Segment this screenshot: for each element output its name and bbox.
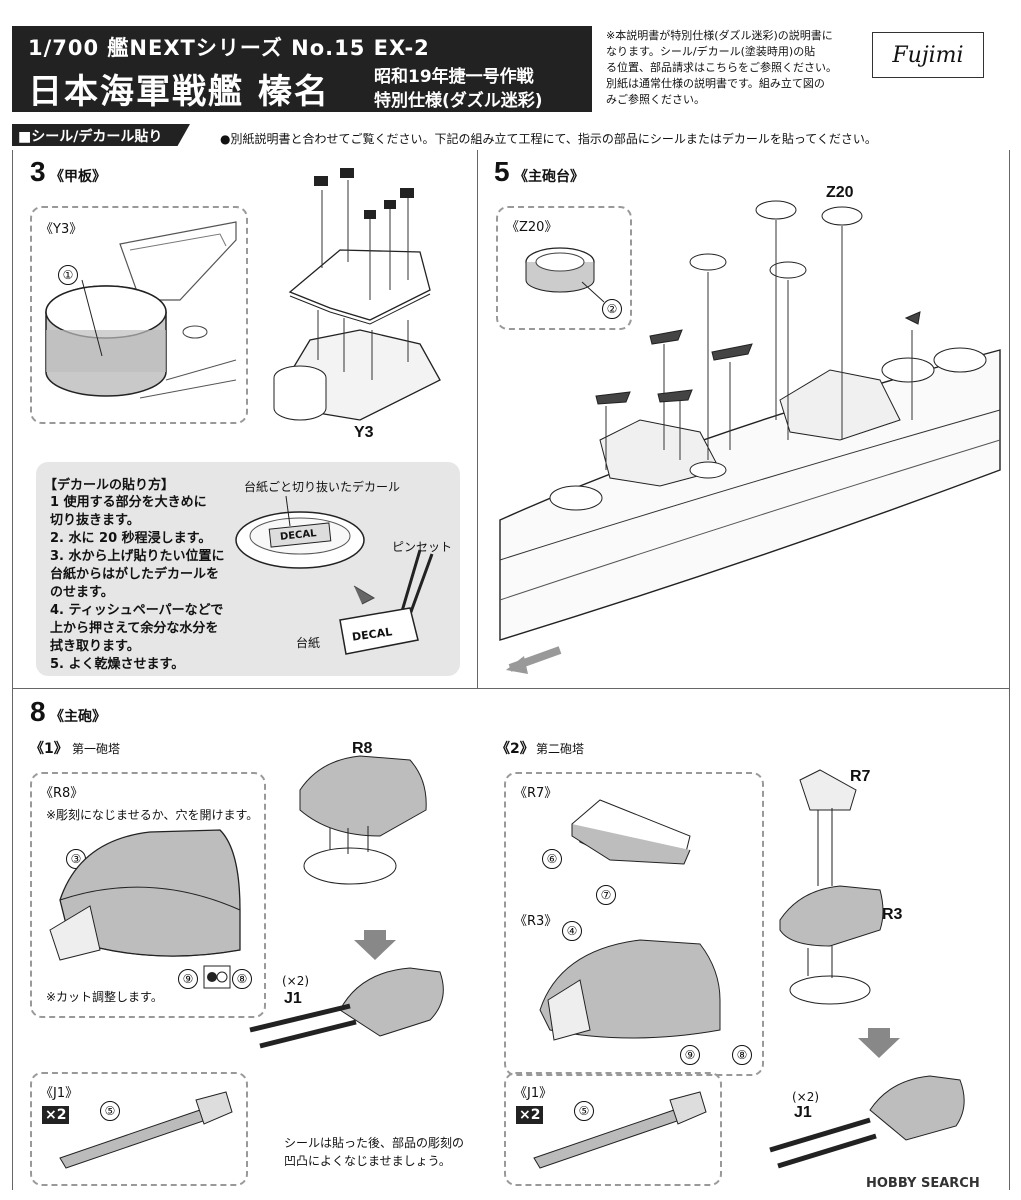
x2-badge-1: ×2 <box>42 1104 70 1124</box>
turret2-name: 第二砲塔 <box>536 742 585 756</box>
decal-step: 台紙からはがしたデカールを <box>50 567 220 582</box>
j1-inset-box-2 <box>504 1072 722 1186</box>
y3-inset-box <box>30 206 248 424</box>
note-line: 別紙は通常仕様の説明書です。組み立て図の <box>606 77 825 90</box>
x2-badge-2: ×2 <box>516 1104 544 1124</box>
fujimi-logo: Fujimi <box>872 32 984 78</box>
callout-7: ⑦ <box>596 884 616 905</box>
y3-part-label: Y3 <box>354 424 374 441</box>
y3-callout-1: ① <box>58 264 78 285</box>
r7-inset-label: 《R7》 <box>514 786 558 801</box>
step3-number: 3 <box>30 156 46 187</box>
cut-note: ※カット調整します。 <box>46 990 163 1004</box>
section-bar <box>12 124 190 146</box>
r8-part-label: R8 <box>352 740 373 757</box>
z20-callout-2: ② <box>602 298 622 319</box>
r7-part-label: R7 <box>850 768 871 785</box>
j1-qty-1: (×2) <box>282 974 310 988</box>
callout-8: ⑧ <box>232 968 252 989</box>
product-title: 日本海軍戦艦 榛名 <box>28 72 330 112</box>
r8-inset-label: 《R8》 <box>40 786 84 801</box>
series-title: 1/700 艦NEXTシリーズ No.15 EX-2 <box>28 36 430 60</box>
right-border <box>1009 150 1010 1190</box>
r3-part-label: R3 <box>882 906 903 923</box>
j1-inset-box-1 <box>30 1072 248 1186</box>
note-line: る位置、部品請求はこちらをご参照ください。 <box>606 61 837 74</box>
note-line: ※本説明書が特別仕様(ダズル迷彩)の説明書に <box>606 29 833 42</box>
callout-4: ④ <box>562 920 582 941</box>
decal-howto-title: 【デカールの貼り方】 <box>44 478 175 493</box>
backing-label: 台紙 <box>296 636 321 650</box>
decal-step: 切り抜きます。 <box>50 513 140 528</box>
decal-step: 拭き取ります。 <box>50 639 140 654</box>
decal-step: 4. ティッシュペーパーなどで <box>50 603 224 618</box>
tweezers-label: ピンセット <box>392 540 453 554</box>
decal-step: 上から押さえて余分な水分を <box>50 621 219 636</box>
z20-inset-label: 《Z20》 <box>506 220 558 235</box>
j1-qty-2: (×2) <box>792 1090 820 1104</box>
decal-step: 5. よく乾燥させます。 <box>50 657 185 672</box>
callout-8-b: ⑧ <box>732 1044 752 1065</box>
turret1-number: 《1》 <box>30 741 68 757</box>
step8-number: 8 <box>30 696 46 727</box>
step5-number: 5 <box>494 156 510 187</box>
subtitle-special: 特別仕様(ダズル迷彩) <box>374 91 543 111</box>
callout-6: ⑥ <box>542 848 562 869</box>
final-note-1: シールは貼った後、部品の彫刻の <box>284 1136 465 1150</box>
turret1-name: 第一砲塔 <box>72 742 121 756</box>
header-banner <box>12 26 592 112</box>
r8-note: ※彫刻になじませるか、穴を開けます。 <box>46 808 259 822</box>
y3-inset-label: 《Y3》 <box>40 222 83 237</box>
column-divider <box>477 150 478 688</box>
j1-part-label-2: J1 <box>794 1104 812 1121</box>
section-intro: ●別紙説明書と合わせてご覧ください。下記の組み立て工程にて、指示の部品にシールま… <box>220 132 877 146</box>
z20-part-label: Z20 <box>826 184 854 201</box>
row-divider <box>12 688 1010 689</box>
step3-label: 《甲板》 <box>50 169 106 185</box>
decal-step: 1 使用する部分を大きめに <box>50 495 207 510</box>
header-note: ※本説明書が特別仕様(ダズル迷彩)の説明書に なります。シール/デカール(塗装時… <box>606 28 866 108</box>
z20-inset-box <box>496 206 632 330</box>
decal-step: 3. 水から上げ貼りたい位置に <box>50 549 225 564</box>
decal-step: 2. 水に 20 秒程浸します。 <box>50 531 212 546</box>
j1-inset-label-1: 《J1》 <box>40 1086 79 1101</box>
r7-r3-inset-box <box>504 772 764 1076</box>
step5-label: 《主砲台》 <box>514 169 584 185</box>
j1-part-label-1: J1 <box>284 990 302 1007</box>
r3-inset-label: 《R3》 <box>514 914 558 929</box>
subtitle-operation: 昭和19年捷一号作戦 <box>374 67 534 87</box>
watermark: HOBBY SEARCH <box>866 1176 980 1191</box>
note-line: みご参照ください。 <box>606 93 705 106</box>
callout-9-b: ⑨ <box>680 1044 700 1065</box>
callout-5-b: ⑤ <box>574 1100 594 1121</box>
dish-caption: 台紙ごと切り抜いたデカール <box>244 480 401 494</box>
turret2-number: 《2》 <box>496 741 534 757</box>
section-title: ■シール/デカール貼り <box>18 129 163 145</box>
left-border <box>12 150 13 1190</box>
callout-9: ⑨ <box>178 968 198 989</box>
decal-step: のせます。 <box>50 585 114 600</box>
j1-inset-label-2: 《J1》 <box>514 1086 553 1101</box>
r8-inset-box <box>30 772 266 1018</box>
final-note-2: 凹凸によくなじませましょう。 <box>284 1154 451 1168</box>
callout-5-a: ⑤ <box>100 1100 120 1121</box>
note-line: なります。シール/デカール(塗装時用)の貼 <box>606 45 816 58</box>
step8-label: 《主砲》 <box>50 709 106 725</box>
